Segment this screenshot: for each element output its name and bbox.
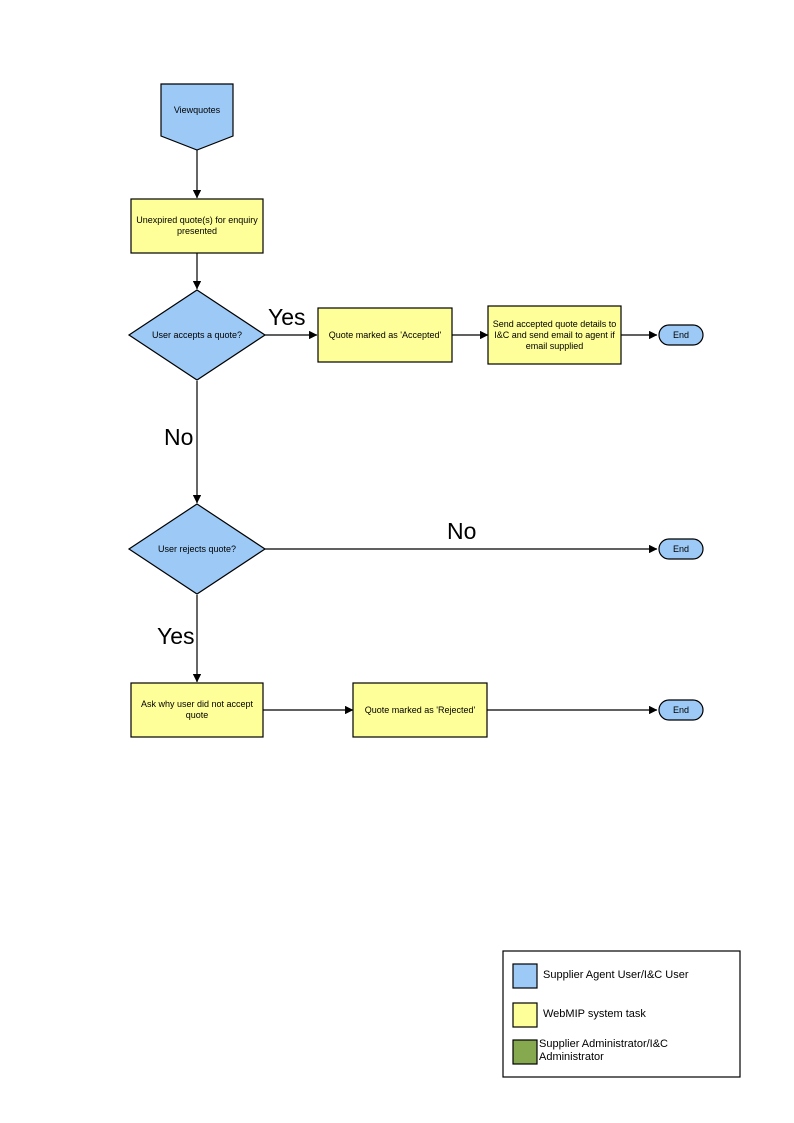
node-end2-shape[interactable] [658, 538, 704, 560]
legend-swatch-actor [512, 963, 538, 989]
edge-layer [192, 148, 658, 715]
legend-frame [502, 950, 741, 1078]
node-unexpired-shape[interactable] [130, 198, 264, 254]
legend-swatch-system [512, 1002, 538, 1028]
node-rejects-shape[interactable] [127, 503, 267, 595]
node-end3-shape[interactable] [658, 699, 704, 721]
node-sendaccepted-shape[interactable] [487, 305, 622, 365]
node-end2-label: End [672, 544, 689, 554]
node-end1-label: End [672, 330, 689, 340]
node-accepted-shape[interactable] [317, 307, 453, 363]
edge-label-rejects-yes: Yes [157, 623, 195, 649]
node-end1-shape[interactable] [658, 324, 704, 346]
node-end3-label: End [672, 705, 689, 715]
legend-label-admin: Supplier Administrator/I&C Administrator [539, 1038, 668, 1063]
node-accepts-shape[interactable] [127, 289, 267, 381]
legend-label-system: WebMIP system task [543, 1008, 646, 1020]
node-askwhy-shape[interactable] [130, 682, 264, 738]
edge-label-accepts-no: No [164, 424, 194, 450]
legend-swatch-admin [512, 1039, 538, 1065]
edge-label-rejects-no: No [447, 518, 477, 544]
node-rejected-shape[interactable] [352, 682, 488, 738]
legend-label-actor: Supplier Agent User/I&C User [543, 969, 689, 981]
edge-label-accepts-yes: Yes [268, 304, 306, 330]
node-start-shape[interactable] [160, 83, 234, 151]
